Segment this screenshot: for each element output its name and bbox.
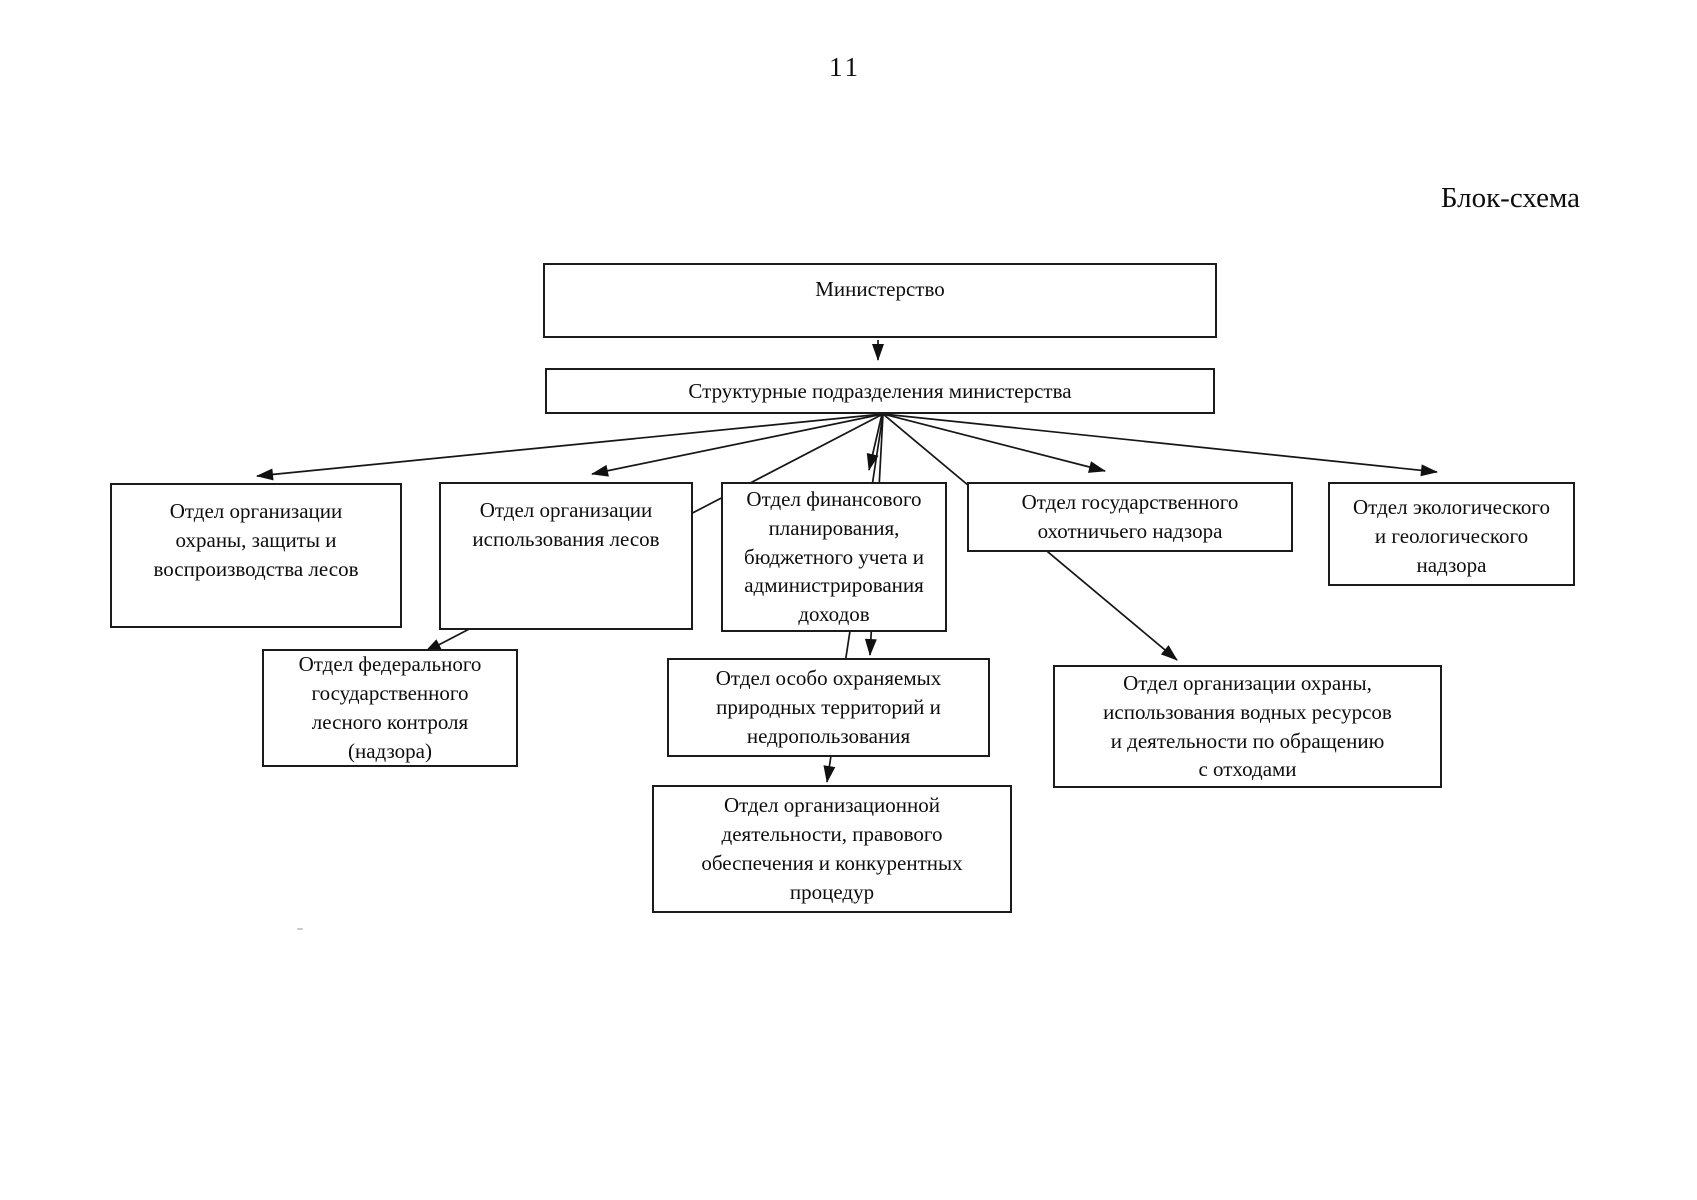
box-dept-hunting-supervision-label: Отдел государственного охотничьего надзо… (1021, 490, 1239, 543)
box-dept-federal-forest-control-label: Отдел федерального государственного лесн… (298, 652, 482, 763)
box-dept-forest-protection: Отдел организации охраны, защиты и воспр… (110, 483, 402, 628)
box-structural-subdivisions: Структурные подразделения министерства (545, 368, 1215, 414)
arrow-to-forest-protection (256, 413, 884, 481)
box-dept-forest-use-label: Отдел организации использования лесов (472, 498, 660, 551)
box-dept-legal-organizational: Отдел организационной деятельности, прав… (652, 785, 1012, 913)
box-dept-protected-areas: Отдел особо охраняемых природных террито… (667, 658, 990, 757)
box-dept-legal-organizational-label: Отдел организационной деятельности, прав… (701, 793, 963, 904)
box-dept-finance-label: Отдел финансового планирования, бюджетно… (744, 486, 924, 627)
box-dept-water-resources-waste-label: Отдел организации охраны, использования … (1103, 670, 1392, 782)
arrow-to-forest-use (591, 413, 884, 477)
arrow-to-eco-geo-supervision (882, 413, 1438, 477)
box-ministry: Министерство (543, 263, 1217, 338)
diagram-title: Блок-схема (1440, 182, 1580, 214)
box-dept-hunting-supervision: Отдел государственного охотничьего надзо… (967, 482, 1293, 552)
box-dept-water-resources-waste: Отдел организации охраны, использования … (1053, 665, 1442, 788)
box-dept-protected-areas-label: Отдел особо охраняемых природных террито… (715, 666, 942, 748)
box-ministry-label: Министерство (815, 277, 945, 301)
box-dept-finance: Отдел финансового планирования, бюджетно… (721, 482, 947, 632)
box-dept-federal-forest-control: Отдел федерального государственного лесн… (262, 649, 518, 767)
box-dept-forest-use: Отдел организации использования лесов (439, 482, 693, 630)
box-dept-eco-geo-supervision: Отдел экологического и геологического на… (1328, 482, 1575, 586)
page-number: 11 (829, 52, 861, 82)
box-structural-subdivisions-label: Структурные подразделения министерства (688, 378, 1072, 403)
scan-speck (297, 928, 303, 930)
arrow-to-finance (866, 413, 883, 471)
box-dept-forest-protection-label: Отдел организации охраны, защиты и воспр… (153, 499, 359, 581)
arrow-to-hunting-supervision (882, 413, 1106, 473)
box-dept-eco-geo-supervision-label: Отдел экологического и геологического на… (1353, 495, 1550, 577)
